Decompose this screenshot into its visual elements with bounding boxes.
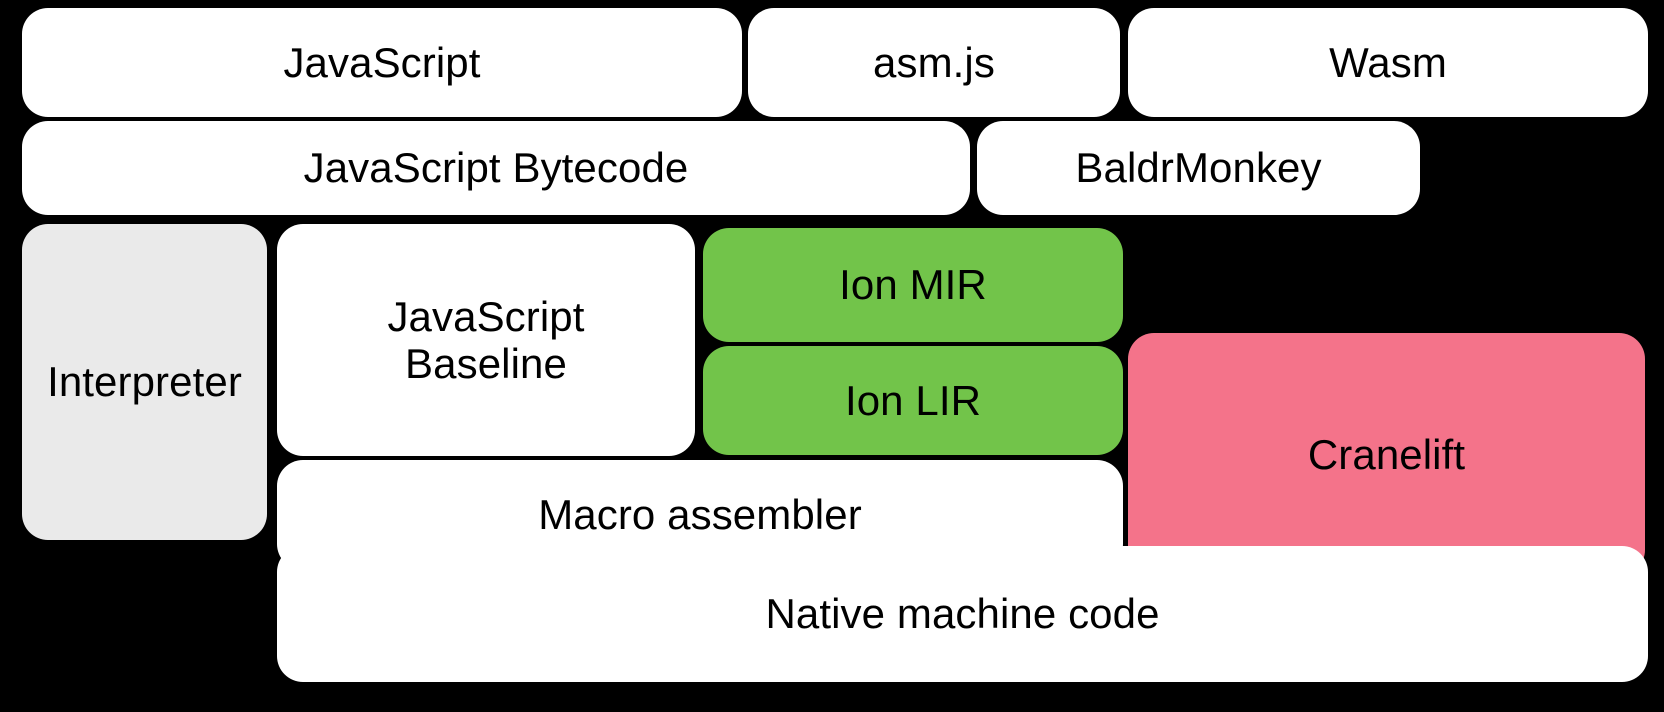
- node-asm-js[interactable]: asm.js: [748, 8, 1120, 117]
- node-ion-lir[interactable]: Ion LIR: [703, 346, 1123, 455]
- node-ion-mir[interactable]: Ion MIR: [703, 228, 1123, 342]
- node-javascript[interactable]: JavaScript: [22, 8, 742, 117]
- node-cranelift[interactable]: Cranelift: [1128, 333, 1645, 576]
- node-native-machine-code[interactable]: Native machine code: [277, 546, 1648, 682]
- node-baldrmonkey[interactable]: BaldrMonkey: [977, 121, 1420, 215]
- node-javascript-baseline[interactable]: JavaScript Baseline: [277, 224, 695, 456]
- node-javascript-bytecode[interactable]: JavaScript Bytecode: [22, 121, 970, 215]
- node-interpreter[interactable]: Interpreter: [22, 224, 267, 540]
- node-wasm[interactable]: Wasm: [1128, 8, 1648, 117]
